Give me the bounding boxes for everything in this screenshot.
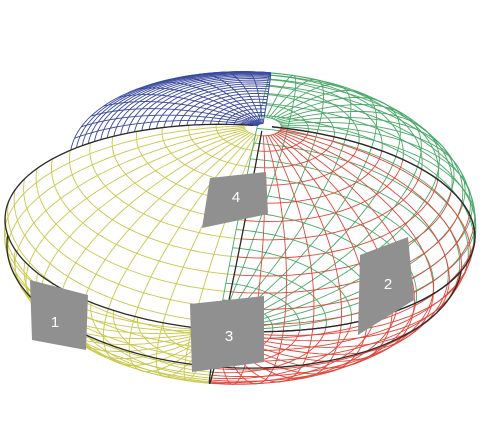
- front-parallel: [237, 179, 439, 259]
- front-parallel: [230, 202, 463, 294]
- front-parallel: [210, 327, 327, 374]
- top-parallel: [209, 101, 267, 125]
- right-parallel: [270, 74, 404, 160]
- top-parallel: [120, 75, 271, 135]
- top-parallel: [249, 119, 264, 126]
- patch-4-shape: [202, 172, 268, 228]
- top-parallel: [171, 87, 269, 127]
- patch-3-label: 3: [225, 328, 233, 345]
- top-parallel: [156, 83, 270, 129]
- right-parallel: [266, 104, 309, 132]
- right-parallel: [232, 247, 353, 324]
- left-parallel: [90, 302, 210, 379]
- top-parallel: [217, 105, 267, 125]
- right-parallel: [266, 84, 471, 215]
- patch-2: 2: [358, 237, 414, 335]
- left-parallel: [23, 178, 228, 309]
- left-parallel: [13, 189, 225, 324]
- seam-meridian: [4, 123, 254, 331]
- front-parallel: [241, 169, 423, 241]
- mesh-top-quadrant: [70, 71, 272, 151]
- left-parallel: [35, 168, 231, 293]
- top-parallel: [141, 79, 271, 131]
- front-parallel: [255, 136, 335, 169]
- right-parallel: [253, 142, 461, 274]
- patch-3-shape: [190, 296, 264, 372]
- patch-3: 3: [190, 296, 264, 372]
- left-parallel: [69, 150, 238, 258]
- top-parallel: [70, 71, 271, 151]
- front-parallel: [221, 238, 476, 339]
- top-parallel: [194, 95, 268, 126]
- top-parallel: [127, 76, 271, 134]
- top-parallel: [87, 71, 271, 144]
- patch-2-shape: [358, 237, 414, 335]
- front-parallel: [209, 310, 397, 385]
- right-parallel: [225, 282, 301, 331]
- top-parallel: [134, 78, 271, 132]
- top-parallel: [186, 93, 269, 126]
- right-parallel: [269, 85, 360, 144]
- right-parallel: [243, 192, 418, 304]
- top-parallel: [106, 73, 271, 139]
- right-parallel: [264, 92, 476, 227]
- left-parallel: [137, 317, 212, 365]
- right-parallel: [229, 265, 327, 328]
- left-parallel: [243, 124, 261, 137]
- patch-1: 1: [30, 280, 88, 350]
- top-parallel: [148, 81, 270, 130]
- top-parallel: [257, 123, 264, 126]
- top-parallel: [113, 74, 271, 137]
- front-parallel: [251, 143, 360, 186]
- left-parallel: [188, 125, 256, 168]
- top-parallel: [100, 72, 271, 140]
- seam-meridian: [217, 126, 476, 333]
- right-parallel: [262, 102, 477, 239]
- front-parallel: [258, 131, 309, 152]
- left-parallel: [112, 310, 211, 373]
- patch-4-label: 4: [232, 189, 240, 206]
- right-parallel: [270, 79, 383, 151]
- front-parallel: [209, 322, 352, 380]
- top-parallel: [241, 115, 265, 125]
- front-parallel: [209, 317, 376, 384]
- right-parallel: [256, 127, 469, 263]
- top-parallel: [93, 71, 271, 142]
- front-parallel: [244, 159, 404, 222]
- right-parallel: [270, 72, 439, 180]
- patch-4: 4: [202, 172, 268, 228]
- right-parallel: [259, 114, 475, 251]
- left-parallel: [89, 142, 242, 240]
- patch-1-shape: [30, 280, 88, 350]
- right-parallel: [269, 74, 453, 191]
- patch-1-label: 1: [51, 314, 59, 331]
- right-parallel: [264, 116, 282, 128]
- left-parallel: [215, 124, 259, 152]
- left-parallel: [51, 158, 235, 276]
- top-parallel: [178, 90, 269, 127]
- front-parallel: [260, 127, 282, 137]
- top-parallel: [202, 98, 268, 125]
- top-parallel: [233, 111, 265, 125]
- top-parallel: [163, 85, 270, 128]
- patch-2-label: 2: [384, 276, 392, 293]
- top-parallel: [225, 108, 266, 125]
- front-parallel: [248, 150, 383, 204]
